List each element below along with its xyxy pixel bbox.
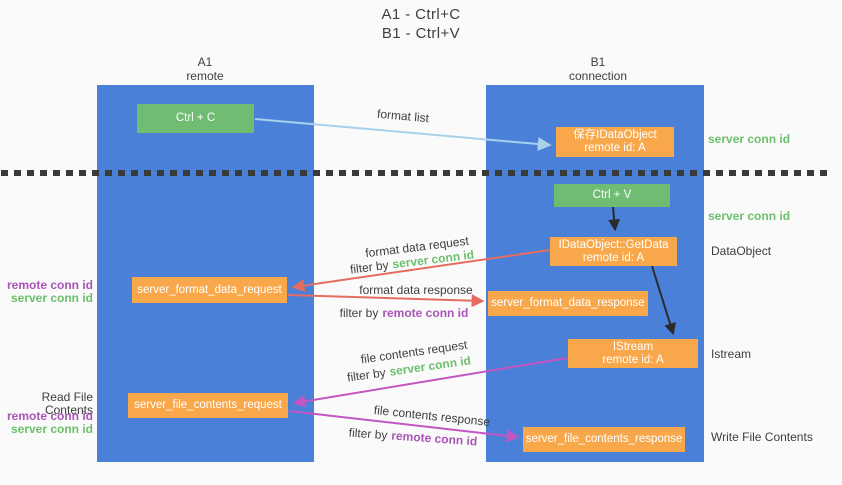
annotation-dataobject: DataObject: [711, 244, 772, 258]
annotation-server-conn-id-left-bottom: server conn id: [10, 422, 93, 436]
lane-header-b1: B1 connection: [548, 55, 648, 83]
node-ctrl-v-label: Ctrl + V: [592, 189, 632, 201]
arrow-file-contents-response: [288, 410, 520, 443]
node-server-file-contents-request-label: server_file_contents_request: [134, 399, 282, 411]
node-save-idataobject-line2: remote id: A: [584, 142, 646, 154]
lane-a1-name: A1: [197, 55, 213, 69]
annotation-remote-conn-id-top: remote conn id: [6, 278, 93, 292]
filter-key-remote-conn-id-1: remote conn id: [382, 306, 469, 320]
arrow-getdata-to-istream: [651, 265, 676, 336]
node-ctrl-c: Ctrl + C: [137, 104, 254, 133]
node-getdata-line2: remote id: A: [582, 251, 645, 264]
node-getdata-line1: IDataObject::GetData: [558, 238, 669, 251]
lane-a1-role: remote: [186, 69, 224, 83]
arrow-format-list: [254, 118, 552, 151]
arrow-file-contents-request: [292, 357, 568, 408]
node-idataobject-getdata: IDataObject::GetData remote id: A: [550, 237, 677, 266]
node-save-idataobject-line1: 保存IDataObject: [573, 129, 657, 141]
annotation-write-file-contents: Write File Contents: [711, 430, 813, 444]
lane-b1-role: connection: [568, 69, 628, 83]
arrow-ctrlv-to-getdata: [608, 206, 621, 232]
node-ctrl-v: Ctrl + V: [554, 184, 670, 207]
annotation-server-conn-id-mid: server conn id: [708, 209, 791, 223]
lane-b1-name: B1: [590, 55, 606, 69]
flow-label-format-data-response: format data response: [359, 283, 473, 297]
filter-by-text-2: filter by: [339, 306, 379, 320]
node-save-idataobject: 保存IDataObject remote id: A: [556, 127, 674, 157]
node-istream-line2: remote id: A: [602, 353, 664, 366]
lane-header-a1: A1 remote: [155, 55, 255, 83]
filter-by-text-4: filter by: [348, 425, 388, 443]
node-istream-line1: IStream: [612, 340, 654, 353]
node-server-format-data-request: server_format_data_request: [132, 277, 287, 303]
node-server-format-data-response-label: server_format_data_response: [491, 297, 645, 309]
node-ctrl-c-label: Ctrl + C: [175, 112, 216, 124]
node-server-format-data-response: server_format_data_response: [488, 291, 648, 316]
node-server-format-data-request-label: server_format_data_request: [137, 283, 282, 296]
node-server-file-contents-request: server_file_contents_request: [128, 393, 288, 418]
diagram-title-line2: B1 - Ctrl+V: [381, 25, 461, 42]
node-server-file-contents-response-label: server_file_contents_response: [525, 433, 683, 445]
annotation-server-conn-id-left-top: server conn id: [10, 291, 93, 305]
diagram-title-line1: A1 - Ctrl+C: [381, 6, 461, 23]
annotation-server-conn-id-top: server conn id: [708, 132, 791, 146]
node-server-file-contents-response: server_file_contents_response: [523, 427, 685, 452]
annotation-istream: Istream: [711, 347, 752, 361]
annotation-read-file-contents: Read File Contents: [41, 390, 93, 417]
arrow-format-data-response: [287, 294, 485, 308]
node-istream: IStream remote id: A: [568, 339, 698, 368]
annotation-remote-conn-id-bottom: remote conn id: [6, 409, 93, 423]
arrow-format-data-request: [291, 249, 551, 292]
